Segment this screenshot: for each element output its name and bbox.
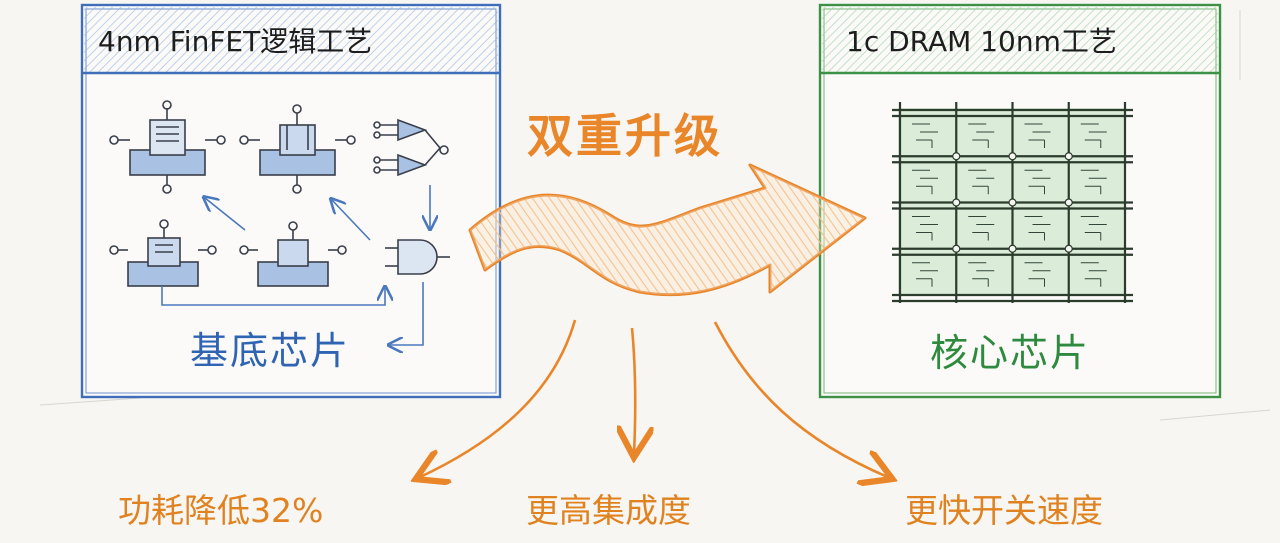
junction-node (1008, 152, 1017, 161)
flow-arrows (161, 185, 430, 345)
junction-node (952, 152, 961, 161)
upgrade-arrow (468, 163, 867, 297)
left-panel-title: 4nm FinFET逻辑工艺 (98, 25, 373, 58)
and-gate-icon (385, 239, 450, 275)
transistor-icon-1 (109, 100, 226, 194)
left-panel-label: 基底芯片 (190, 329, 351, 373)
junction-node (1008, 198, 1017, 207)
sketch-guides (39, 10, 1271, 421)
junction-node (1064, 198, 1073, 207)
junction-node (1064, 152, 1073, 161)
benefit-speed: 更快开关速度 (905, 491, 1103, 530)
benefit-integration: 更高集成度 (526, 491, 691, 530)
benefit-power: 功耗降低32% (118, 491, 324, 530)
right-panel-title: 1c DRAM 10nm工艺 (846, 25, 1117, 58)
dram-cell-array (892, 102, 1133, 303)
right-panel-label: 核心芯片 (930, 331, 1091, 375)
finfet-transistor-icons (109, 100, 450, 287)
junction-node (952, 244, 961, 253)
junction-node (952, 198, 961, 207)
transistor-icon-2 (239, 104, 356, 194)
transistor-icon-4 (239, 221, 347, 287)
junction-node (1064, 244, 1073, 253)
transistor-icon-3 (109, 219, 217, 287)
benefit-arrows (418, 319, 890, 478)
buffer-gate-icons (373, 118, 449, 177)
junction-node (1008, 244, 1017, 253)
center-label: 双重升级 (527, 109, 723, 163)
